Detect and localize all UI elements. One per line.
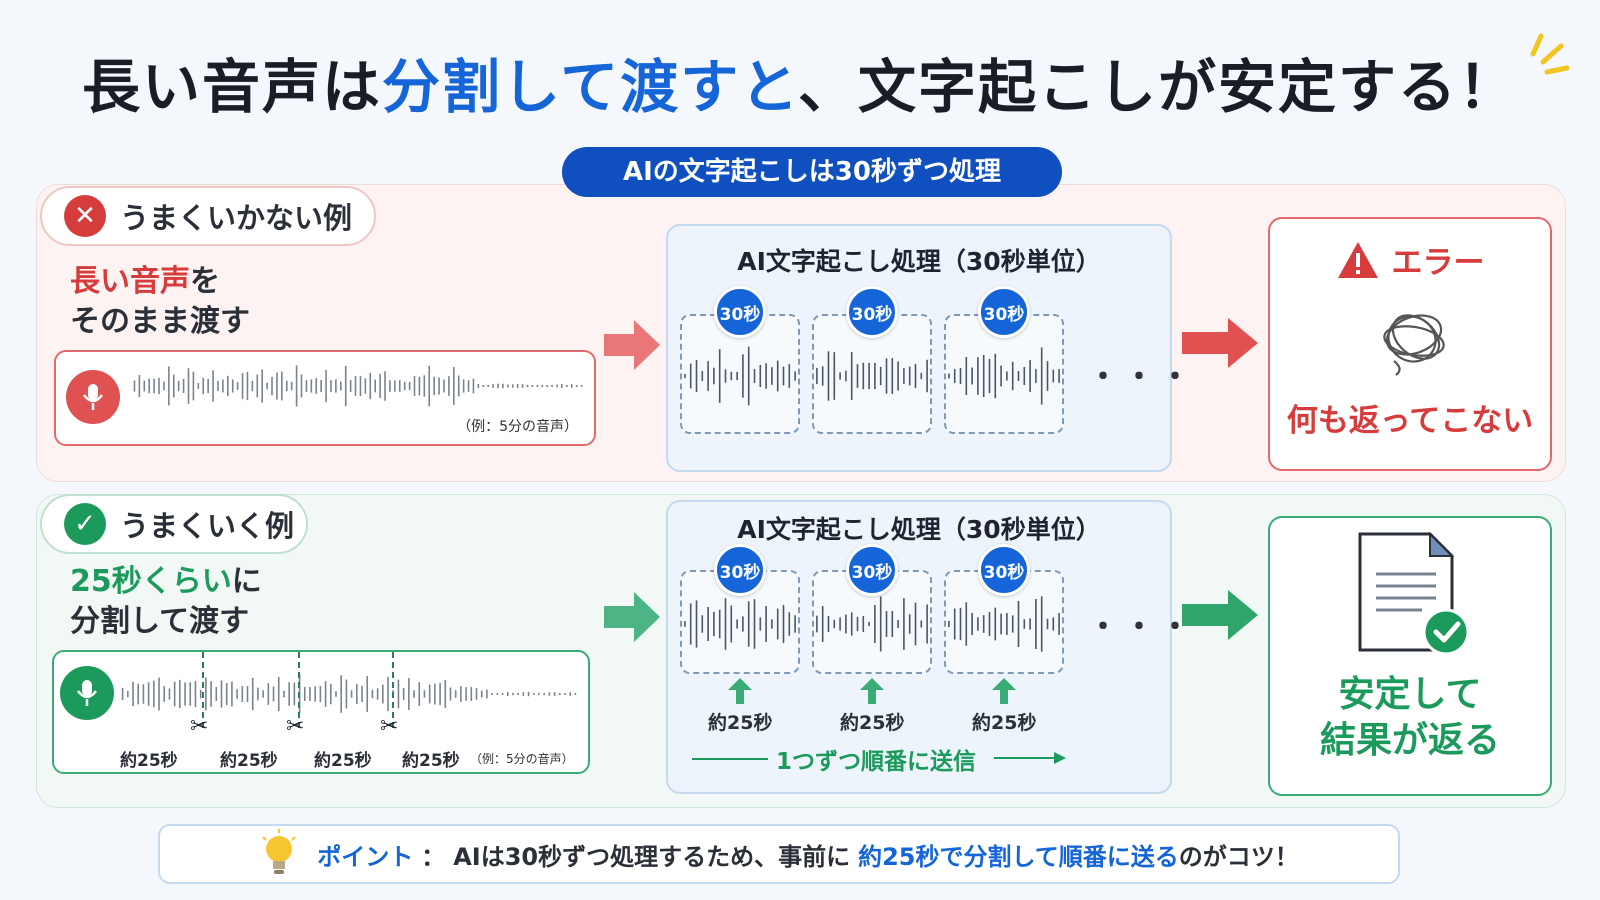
chunk-waveform bbox=[684, 346, 796, 406]
split-line bbox=[392, 652, 394, 728]
title-part1: 長い音声は bbox=[82, 53, 383, 121]
cross-icon: ✕ bbox=[64, 195, 106, 237]
good-desc-rest: に bbox=[231, 564, 262, 599]
segment-label: 約25秒 bbox=[120, 751, 178, 771]
tip-text2: のがコツ！ bbox=[1178, 842, 1299, 871]
good-example-tag-label: うまくいく例 bbox=[120, 509, 295, 543]
split-line bbox=[298, 652, 300, 728]
continuation-dots: ・・・ bbox=[1088, 360, 1196, 395]
bad-example-description: 長い音声を そのまま渡す bbox=[70, 262, 250, 342]
bad-process-box: AI文字起こし処理（30秒単位） 30秒 30秒 30秒 ・・・ bbox=[666, 224, 1190, 472]
tip-banner: ポイント ： AIは30秒ずつ処理するため、事前に 約25秒で分割して順番に送る… bbox=[158, 824, 1400, 884]
good-example-tag: ✓ うまくいく例 bbox=[40, 494, 308, 554]
chunk-duration-label: 約25秒 bbox=[840, 712, 905, 734]
chunk-waveform bbox=[948, 347, 1060, 405]
right-arrow-icon bbox=[994, 752, 1066, 764]
warning-icon bbox=[1337, 241, 1378, 278]
tip-highlight: 約25秒で分割して順番に送る bbox=[858, 842, 1179, 871]
chunk-waveform bbox=[948, 596, 1060, 652]
segment-label: 約25秒 bbox=[220, 751, 278, 771]
duration-badge: 30秒 bbox=[714, 286, 766, 338]
duration-badge: 30秒 bbox=[846, 286, 898, 338]
split-line bbox=[202, 652, 204, 728]
chunk-duration-label: 約25秒 bbox=[972, 712, 1037, 734]
up-arrow-icon bbox=[728, 678, 752, 704]
scissors-icon: ✂ bbox=[380, 714, 399, 739]
bad-desc-rest: を bbox=[190, 264, 220, 299]
chunk-duration-label: 約25秒 bbox=[708, 712, 773, 734]
success-line2: 結果が返る bbox=[1319, 720, 1500, 761]
document-check-icon bbox=[1358, 531, 1470, 656]
good-example-description: 25秒くらいに 分割して渡す bbox=[70, 562, 262, 642]
long-audio-box: （例：5分の音声） bbox=[54, 350, 596, 446]
scissors-icon: ✂ bbox=[190, 714, 209, 739]
bad-example-tag-label: うまくいかない例 bbox=[120, 201, 353, 235]
split-audio-box: ✂ ✂ ✂ 約25秒 約25秒 約25秒 約25秒 （例：5分の音声） bbox=[52, 650, 590, 774]
continuation-dots: ・・・ bbox=[1088, 610, 1196, 645]
up-arrow-icon bbox=[860, 678, 884, 704]
send-order-label: 1つずつ順番に送信 bbox=[776, 749, 977, 775]
right-arrow-icon bbox=[604, 592, 660, 642]
sparkle-icon bbox=[1530, 33, 1570, 75]
good-process-title: AI文字起こし処理（30秒単位） bbox=[737, 515, 1101, 544]
bad-process-title: AI文字起こし処理（30秒単位） bbox=[737, 247, 1101, 276]
right-arrow-icon bbox=[1182, 318, 1258, 368]
duration-badge: 30秒 bbox=[978, 286, 1030, 338]
good-desc-highlight: 25秒くらい bbox=[70, 564, 232, 599]
success-result-box: 安定して 結果が返る bbox=[1268, 516, 1552, 796]
duration-badge: 30秒 bbox=[714, 544, 766, 596]
success-message: 安定して 結果が返る bbox=[1270, 672, 1550, 764]
chunk-waveform bbox=[816, 351, 928, 401]
bad-audio-note: （例：5分の音声） bbox=[457, 419, 578, 435]
tangled-scribble-icon bbox=[1383, 314, 1445, 376]
error-title: エラー bbox=[1391, 245, 1485, 281]
up-arrow-icon bbox=[992, 678, 1016, 704]
error-result-box: エラー 何も返ってこない bbox=[1268, 217, 1552, 471]
split-waveform bbox=[121, 673, 577, 715]
bad-example-tag: ✕ うまくいかない例 bbox=[40, 186, 376, 246]
send-line bbox=[692, 758, 768, 760]
segment-label: 約25秒 bbox=[402, 751, 460, 771]
error-message: 何も返ってこない bbox=[1286, 403, 1534, 439]
page-title: 長い音声は分割して渡すと、文字起こしが安定する！ bbox=[0, 40, 1600, 124]
processing-note-pill: AIの文字起こしは30秒ずつ処理 bbox=[562, 147, 1062, 197]
bad-desc-line2: そのまま渡す bbox=[70, 304, 250, 339]
tip-label: ポイント bbox=[317, 842, 414, 871]
chunk-waveform bbox=[684, 598, 796, 650]
success-line1: 安定して bbox=[1338, 674, 1482, 715]
good-audio-note: （例：5分の音声） bbox=[470, 752, 574, 766]
lightbulb-icon bbox=[262, 829, 296, 874]
chunk-waveform bbox=[816, 596, 928, 652]
tip-text1: AIは30秒ずつ処理するため、事前に bbox=[453, 842, 851, 871]
microphone-icon bbox=[66, 370, 120, 424]
chunk bbox=[812, 570, 932, 674]
right-arrow-icon bbox=[1182, 590, 1258, 640]
check-icon: ✓ bbox=[64, 503, 106, 545]
duration-badge: 30秒 bbox=[846, 544, 898, 596]
microphone-icon bbox=[60, 666, 114, 720]
bad-desc-highlight: 長い音声 bbox=[70, 264, 190, 299]
scissors-icon: ✂ bbox=[286, 714, 305, 739]
title-part2: 、文字起こしが安定する！ bbox=[797, 53, 1518, 121]
duration-badge: 30秒 bbox=[978, 544, 1030, 596]
good-desc-line2: 分割して渡す bbox=[70, 604, 250, 639]
long-waveform bbox=[133, 365, 583, 407]
tip-separator: ： bbox=[421, 842, 446, 871]
right-arrow-icon bbox=[604, 320, 660, 370]
segment-label: 約25秒 bbox=[314, 751, 372, 771]
title-highlight: 分割して渡すと bbox=[382, 53, 798, 121]
good-process-box: AI文字起こし処理（30秒単位） 30秒 30秒 30秒 ・・・ 約25秒 約2… bbox=[666, 500, 1190, 794]
